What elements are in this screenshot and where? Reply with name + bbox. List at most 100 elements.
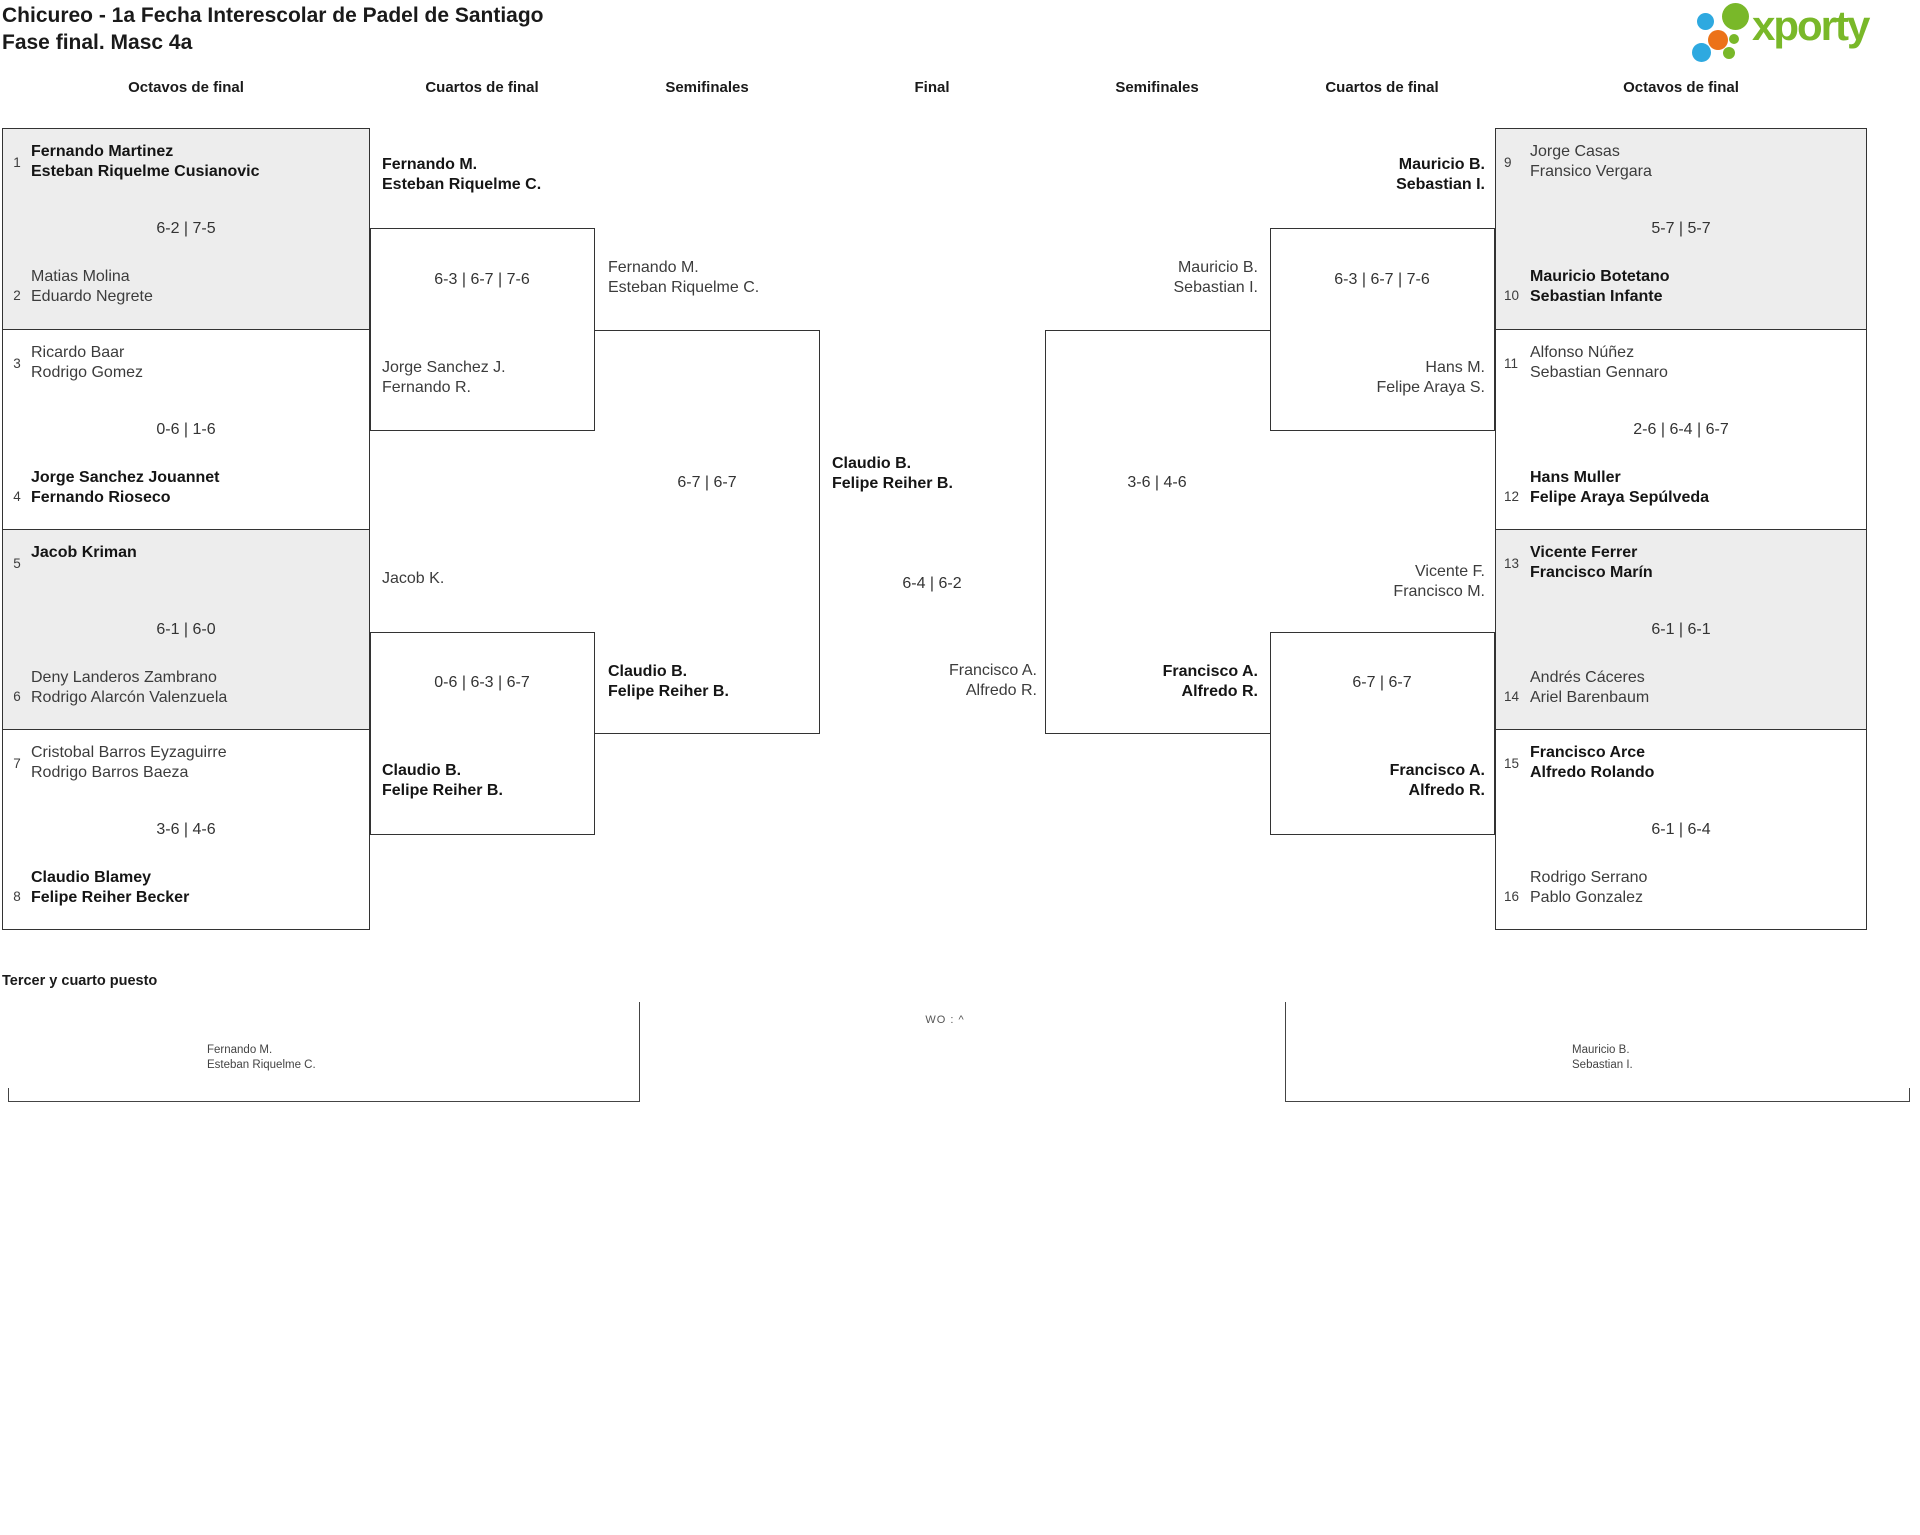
team-player-line: Fernando M. bbox=[608, 259, 699, 276]
seed-number: 11 bbox=[1504, 356, 1519, 371]
team-player-line: Hans Muller bbox=[1530, 469, 1621, 486]
third-place-left-bracket-line bbox=[8, 1002, 640, 1102]
team-player-line: Fernando M. bbox=[207, 1044, 273, 1056]
logo-dot-icon bbox=[1729, 34, 1739, 44]
team-name: Mauricio B. Sebastian I. bbox=[1174, 258, 1259, 297]
team-name: Francisco A. Alfredo R. bbox=[949, 661, 1037, 700]
seed-number: 6 bbox=[13, 689, 21, 704]
team-player-line: Ariel Barenbaum bbox=[1530, 688, 1650, 706]
team-player-line: Rodrigo Serrano bbox=[1530, 869, 1648, 886]
team-name: Ricardo Baar Rodrigo Gomez bbox=[31, 343, 359, 382]
team-player-line: Jacob K. bbox=[382, 570, 445, 587]
walkover-note: WO : ^ bbox=[925, 1014, 965, 1026]
octavos-left-column: 1 Fernando Martinez Esteban Riquelme Cus… bbox=[2, 128, 370, 930]
team-name: Andrés Cáceres Ariel Barenbaum bbox=[1530, 668, 1856, 707]
team-player-line: Felipe Reiher Becker bbox=[31, 888, 190, 906]
team-player-line: Jorge Sanchez Jouannet bbox=[31, 469, 220, 486]
team-player-line: Jorge Sanchez J. bbox=[382, 359, 506, 376]
seed-number: 9 bbox=[1504, 155, 1512, 170]
team-name: Cristobal Barros Eyzaguirre Rodrigo Barr… bbox=[31, 743, 359, 782]
logo-dot-icon bbox=[1697, 13, 1714, 30]
team-player-line: Mauricio B. bbox=[1177, 259, 1258, 276]
team-player-line: Sebastian I. bbox=[1173, 278, 1259, 296]
team-player-line: Cristobal Barros Eyzaguirre bbox=[31, 744, 227, 761]
team-player-line: Andrés Cáceres bbox=[1530, 669, 1645, 686]
round-header-final: Final bbox=[914, 79, 950, 96]
match-box: 3 Ricardo Baar Rodrigo Gomez 0-6 | 1-6 4… bbox=[3, 329, 369, 529]
match-box: 5 Jacob Kriman 6-1 | 6-0 6 Deny Landeros… bbox=[3, 529, 369, 729]
team-player-line: Fernando R. bbox=[382, 378, 471, 396]
round-header-semis-left: Semifinales bbox=[665, 79, 749, 96]
team-player-line: Mauricio B. bbox=[1398, 156, 1485, 173]
round-header-octavos-left: Octavos de final bbox=[128, 79, 244, 96]
team-player-line: Esteban Riquelme C. bbox=[608, 278, 760, 296]
team-player-line: Mauricio B. bbox=[1572, 1044, 1630, 1056]
team-player-line: Fernando Martinez bbox=[31, 143, 174, 160]
seed-number: 12 bbox=[1504, 489, 1520, 504]
round-header-semis-right: Semifinales bbox=[1115, 79, 1199, 96]
team-name: Alfonso Núñez Sebastian Gennaro bbox=[1530, 343, 1856, 382]
team-player-line: Alfredo R. bbox=[1408, 781, 1485, 799]
team-player-line: Sebastian Infante bbox=[1530, 287, 1663, 305]
team-name: Jacob Kriman bbox=[31, 543, 359, 563]
team-player-line: Francisco Marín bbox=[1530, 563, 1653, 581]
team-player-line: Felipe Araya S. bbox=[1376, 378, 1486, 396]
third-place-right-bracket-line bbox=[1285, 1002, 1910, 1102]
team-name: Claudio B. Felipe Reiher B. bbox=[832, 454, 953, 493]
match-score: 3-6 | 4-6 bbox=[156, 821, 216, 838]
team-name: Hans Muller Felipe Araya Sepúlveda bbox=[1530, 468, 1856, 507]
team-name: Francisco Arce Alfredo Rolando bbox=[1530, 743, 1856, 782]
match-box: 11 Alfonso Núñez Sebastian Gennaro 2-6 |… bbox=[1496, 329, 1866, 529]
logo-dot-icon bbox=[1722, 3, 1749, 30]
semifinal-right-box bbox=[1045, 330, 1270, 734]
octavos-right-column: 9 Jorge Casas Fransico Vergara 5-7 | 5-7… bbox=[1495, 128, 1867, 930]
team-name: Fernando M. Esteban Riquelme C. bbox=[382, 155, 541, 194]
team-player-line: Sebastian I. bbox=[1396, 175, 1485, 193]
team-player-line: Deny Landeros Zambrano bbox=[31, 669, 217, 686]
team-player-line: Ricardo Baar bbox=[31, 344, 125, 361]
team-name: Hans M. Felipe Araya S. bbox=[1377, 358, 1486, 397]
team-player-line: Claudio Blamey bbox=[31, 869, 152, 886]
team-player-line: Francisco M. bbox=[1393, 582, 1485, 600]
match-score: 6-7 | 6-7 bbox=[1352, 674, 1412, 691]
team-player-line: Fernando Rioseco bbox=[31, 488, 171, 506]
team-player-line: Felipe Reiher B. bbox=[382, 781, 503, 799]
round-header-cuartos-right: Cuartos de final bbox=[1325, 79, 1439, 96]
team-name: Jacob K. bbox=[382, 569, 444, 589]
match-score: 6-3 | 6-7 | 7-6 bbox=[434, 271, 530, 288]
team-player-line: Mauricio Botetano bbox=[1530, 268, 1670, 285]
match-score: 6-1 | 6-1 bbox=[1651, 621, 1711, 638]
team-player-line: Felipe Reiher B. bbox=[608, 682, 729, 700]
team-name: Vicente Ferrer Francisco Marín bbox=[1530, 543, 1856, 582]
seed-number: 16 bbox=[1504, 889, 1520, 904]
team-player-line: Felipe Araya Sepúlveda bbox=[1530, 488, 1710, 506]
team-player-line: Hans M. bbox=[1425, 359, 1485, 376]
team-name: Jorge Casas Fransico Vergara bbox=[1530, 142, 1856, 181]
team-name: Fernando M. Esteban Riquelme C. bbox=[207, 1043, 316, 1073]
team-name: Matias Molina Eduardo Negrete bbox=[31, 267, 359, 306]
seed-number: 8 bbox=[13, 889, 21, 904]
quarterfinal-left-2-box bbox=[370, 632, 595, 835]
team-name: Claudio Blamey Felipe Reiher Becker bbox=[31, 868, 359, 907]
match-score: 6-1 | 6-4 bbox=[1651, 821, 1711, 838]
team-name: Fernando Martinez Esteban Riquelme Cusia… bbox=[31, 142, 359, 181]
match-score: 2-6 | 6-4 | 6-7 bbox=[1633, 421, 1729, 438]
team-player-line: Rodrigo Gomez bbox=[31, 363, 144, 381]
seed-number: 15 bbox=[1504, 756, 1520, 771]
logo-dot-icon bbox=[1692, 43, 1711, 62]
round-header-cuartos-left: Cuartos de final bbox=[425, 79, 539, 96]
team-player-line: Vicente Ferrer bbox=[1530, 544, 1638, 561]
team-player-line: Felipe Reiher B. bbox=[832, 474, 953, 492]
quarterfinal-left-1-box bbox=[370, 228, 595, 431]
team-player-line: Esteban Riquelme C. bbox=[207, 1059, 316, 1071]
seed-number: 5 bbox=[13, 556, 21, 571]
page-subtitle: Fase final. Masc 4a bbox=[2, 31, 193, 54]
seed-number: 14 bbox=[1504, 689, 1520, 704]
seed-number: 13 bbox=[1504, 556, 1520, 571]
team-player-line: Esteban Riquelme C. bbox=[382, 175, 542, 193]
quarterfinal-right-1-box bbox=[1270, 228, 1495, 431]
team-player-line: Matias Molina bbox=[31, 268, 130, 285]
match-score: 6-7 | 6-7 bbox=[677, 474, 737, 491]
semifinal-left-box bbox=[595, 330, 820, 734]
quarterfinal-right-2-box bbox=[1270, 632, 1495, 835]
